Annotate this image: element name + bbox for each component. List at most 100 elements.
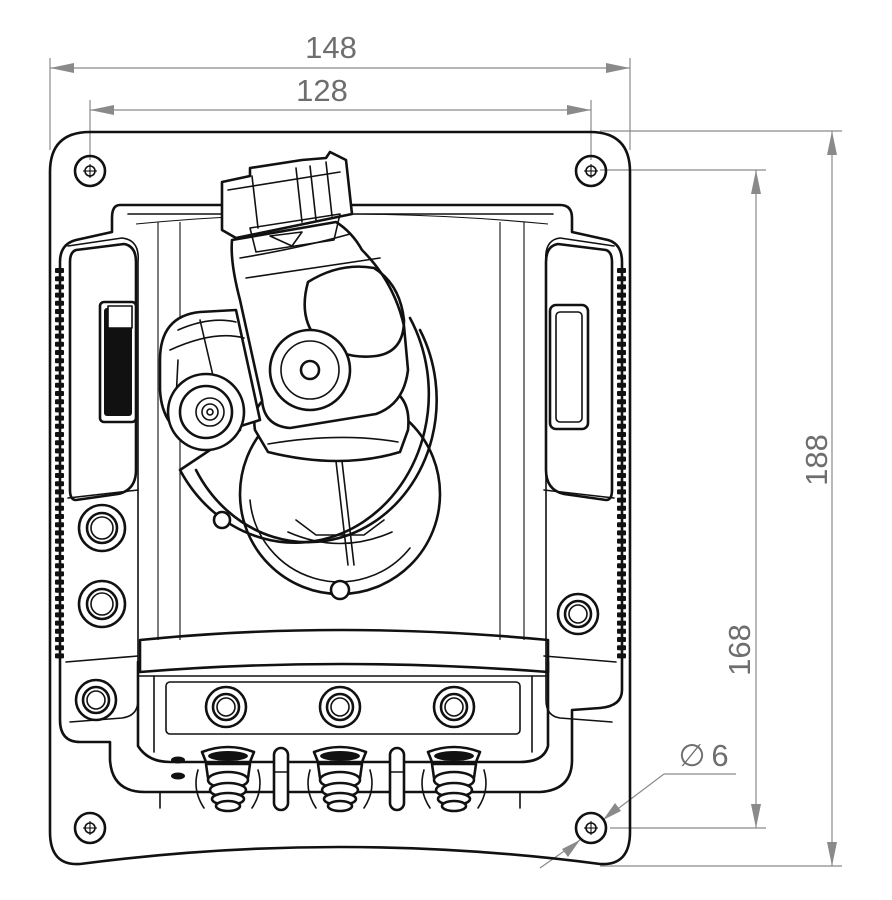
vent-slot [55, 415, 64, 421]
vent-slot [617, 522, 626, 528]
mounting-plate [48, 130, 632, 866]
vent-slot [55, 374, 64, 380]
dimension-overall-height: 188 [600, 130, 842, 867]
vent-slot [55, 505, 64, 511]
vent-slot [617, 563, 626, 569]
vent-slot [617, 284, 626, 290]
vent-slot [55, 645, 64, 651]
vent-slot [55, 530, 64, 536]
vent-slot [617, 653, 626, 659]
dim-label-148: 148 [305, 30, 357, 65]
vent-slot [55, 333, 64, 339]
vent-slot [55, 628, 64, 634]
indicator-dots [171, 756, 185, 780]
connector-tab-1 [272, 746, 290, 812]
vent-slots-left [55, 268, 64, 659]
vent-slot [55, 653, 64, 659]
vent-slot [617, 407, 626, 413]
vent-slot [617, 481, 626, 487]
vent-slot [617, 268, 626, 273]
vent-slot [55, 489, 64, 495]
pivot-knuckle [158, 308, 262, 452]
vent-slot [55, 292, 64, 298]
vent-slot [617, 276, 626, 282]
mounting-hole-bottom-right [574, 811, 608, 845]
vent-slot [617, 530, 626, 536]
dimension-hole-spacing-horizontal: 128 [89, 73, 592, 160]
vent-slot [617, 415, 626, 421]
side-screw-left-1 [77, 503, 127, 553]
vent-slot [55, 456, 64, 462]
vent-slots-right [617, 268, 626, 659]
vent-slot [617, 292, 626, 298]
mounting-hole-top-right [574, 154, 608, 188]
vent-slot [55, 497, 64, 503]
vent-slot [617, 546, 626, 552]
connector-tab-2 [388, 746, 406, 812]
vent-slot [55, 366, 64, 372]
vent-slot [617, 300, 626, 306]
vent-slot [617, 645, 626, 651]
vent-slot [55, 514, 64, 519]
vent-slot [55, 432, 64, 437]
side-latch-right [548, 303, 590, 431]
vent-slot [617, 587, 626, 593]
vent-slot [55, 440, 64, 446]
vent-slot [617, 473, 626, 478]
side-latch-left [98, 300, 138, 424]
vent-slot [55, 579, 64, 585]
connector-1 [195, 745, 261, 813]
vent-slot [617, 423, 626, 429]
tray-screw-1 [204, 685, 248, 729]
rail-clamp-head [220, 150, 354, 253]
connector-2 [307, 745, 373, 813]
dim-label-188: 188 [799, 434, 834, 486]
vent-slot [617, 399, 626, 405]
clamp-arm [230, 220, 410, 430]
vent-slot [617, 620, 626, 626]
vent-slot [55, 448, 64, 454]
vent-slot [55, 325, 64, 331]
vent-slot [617, 341, 626, 347]
vent-slot [617, 514, 626, 519]
side-pod-right [543, 242, 617, 663]
vent-slot [55, 268, 64, 273]
vent-slot [617, 628, 626, 634]
vent-slot [617, 358, 626, 364]
vent-slot [55, 341, 64, 347]
vent-slot [617, 432, 626, 437]
vent-slot [617, 382, 626, 388]
vent-slot [617, 374, 626, 380]
vent-slot [55, 276, 64, 282]
vent-slot [617, 464, 626, 470]
vent-slot [55, 546, 64, 552]
vent-slot [617, 555, 626, 560]
vent-slot [617, 456, 626, 462]
vent-slot [55, 637, 64, 642]
vent-slot [617, 440, 626, 446]
vent-slot [55, 284, 64, 290]
vent-slot [617, 538, 626, 544]
dim-label-6: 6 [711, 738, 728, 773]
vent-slot [55, 571, 64, 577]
tray-lower-lip [159, 791, 521, 809]
vent-slot [55, 604, 64, 610]
vent-slot [617, 448, 626, 454]
tray-screw-3 [432, 685, 476, 729]
side-screw-right-1 [556, 592, 600, 636]
lower-tray [136, 628, 550, 764]
vent-slot [55, 563, 64, 569]
vent-slot [617, 596, 626, 601]
dimension-overall-width: 148 [49, 30, 631, 150]
connector-3 [421, 745, 487, 813]
dim-label-128: 128 [296, 73, 348, 108]
vent-slot [617, 612, 626, 618]
side-screw-left-3 [74, 678, 118, 722]
vent-slot [55, 309, 64, 314]
vent-slot [55, 620, 64, 626]
vent-slot [55, 555, 64, 560]
mounting-hole-bottom-left [73, 811, 107, 845]
vent-slot [55, 464, 64, 470]
vent-slot [55, 358, 64, 364]
